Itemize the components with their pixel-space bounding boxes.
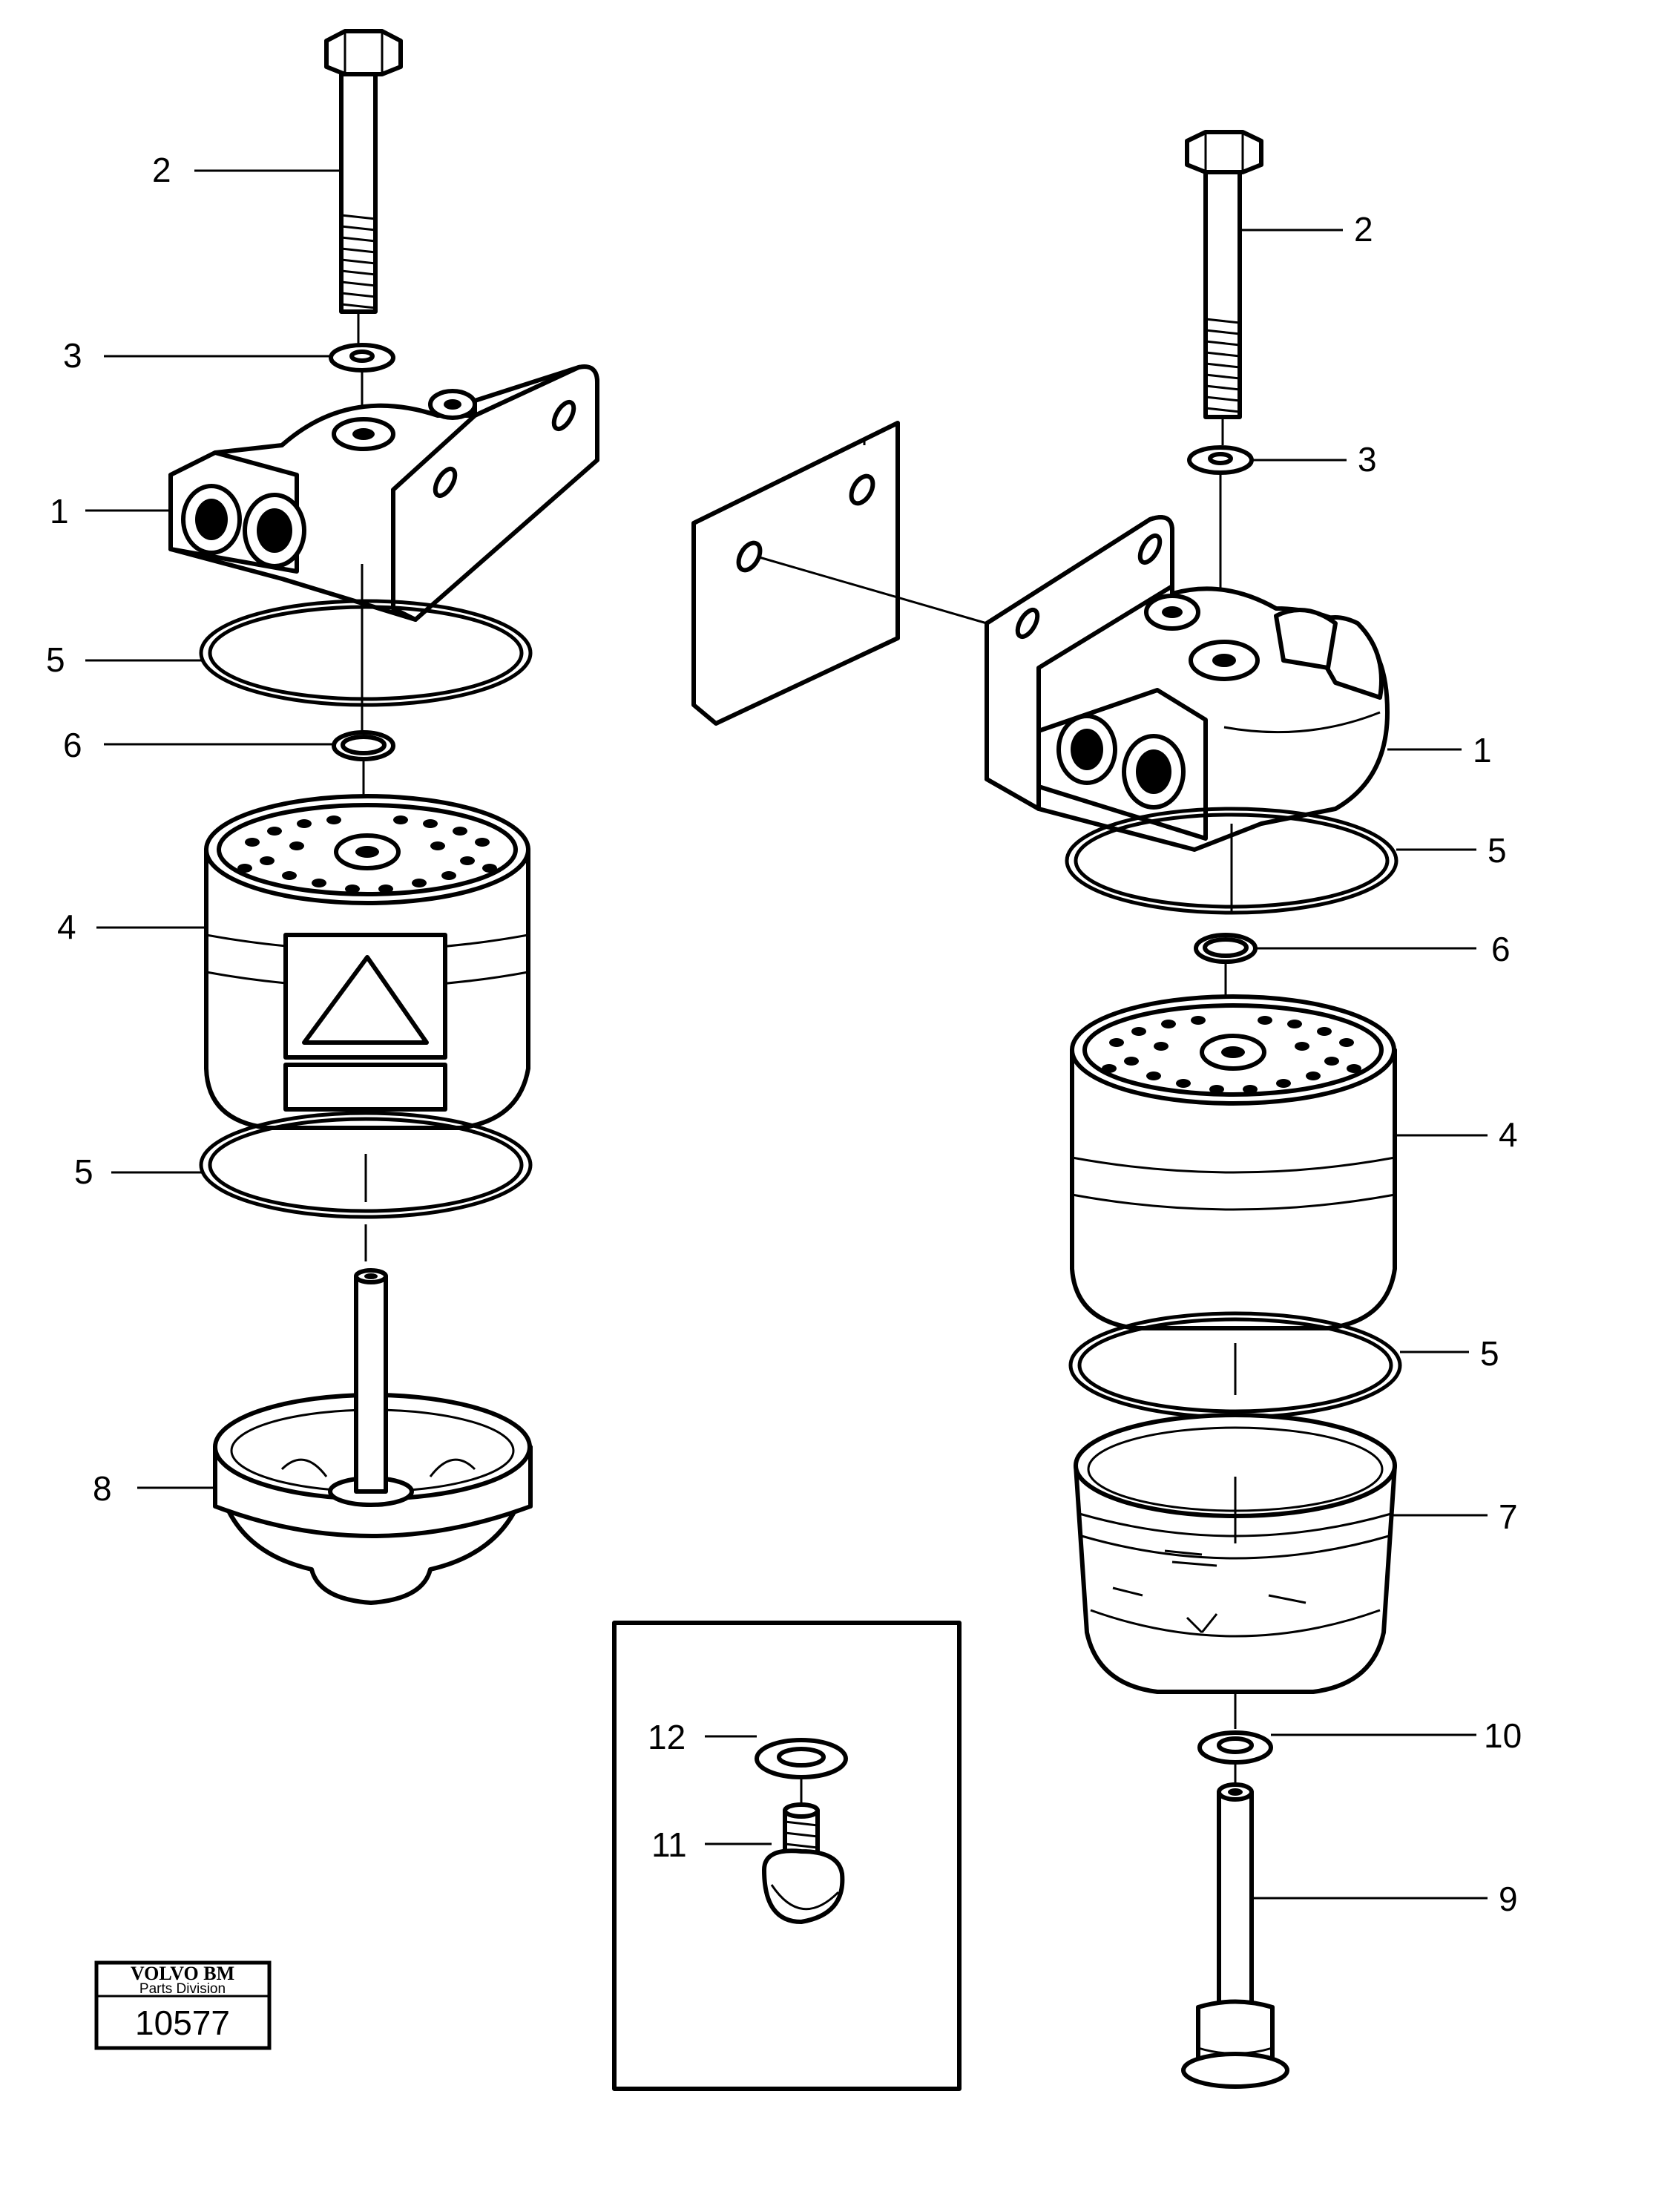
right-glass-bowl [1074, 1413, 1397, 1729]
left-washer [329, 343, 395, 423]
callout-right-washer: 3 [1358, 440, 1377, 479]
left-small-washer [332, 730, 395, 816]
callout-right-filter: 4 [1499, 1115, 1518, 1154]
callout-right-seal-bottom: 5 [1480, 1334, 1499, 1373]
inset-washer [755, 1738, 848, 1803]
callout-left-bolt: 2 [152, 151, 171, 189]
right-callouts: 2 3 1 5 6 4 5 7 10 9 [1240, 210, 1522, 1918]
left-seal-top [199, 599, 533, 707]
inset-drain-plug [762, 1802, 845, 1924]
volvo-bm-stamp: VOLVO BM Parts Division 10577 [94, 1960, 272, 2050]
stamp-number: 10577 [135, 2003, 230, 2042]
left-bowl [213, 1268, 533, 1605]
callout-right-bottom-washer: 10 [1484, 1716, 1522, 1755]
callout-right-glass-bowl: 7 [1499, 1497, 1518, 1536]
left-filter-head [168, 364, 599, 735]
left-filter-element [204, 794, 530, 1130]
mounting-bracket [691, 421, 987, 726]
callout-left-seal-top: 5 [46, 640, 65, 679]
left-seal-bottom [199, 1111, 533, 1261]
stamp-brand: VOLVO BM [131, 1963, 234, 1984]
callout-right-bolt: 2 [1354, 210, 1373, 249]
left-assembly [168, 29, 599, 1605]
callout-left-small-washer: 6 [63, 726, 82, 764]
callout-left-head: 1 [50, 492, 69, 531]
right-filter-head [985, 515, 1390, 913]
callout-right-head: 1 [1473, 731, 1492, 769]
right-bottom-bolt [1181, 1782, 1289, 2089]
drain-plug-inset [612, 1621, 962, 2091]
callout-left-filter: 4 [57, 908, 76, 946]
right-bolt [1185, 130, 1263, 445]
callout-left-bowl: 8 [93, 1469, 112, 1508]
right-assembly [985, 130, 1402, 2089]
callout-left-washer: 3 [63, 336, 82, 375]
callout-right-bottom-bolt: 9 [1499, 1880, 1518, 1918]
callout-inset-drain-plug: 11 [651, 1825, 687, 1864]
right-filter-element [1070, 994, 1397, 1330]
left-callouts: 2 3 1 5 6 4 5 8 [46, 151, 341, 1508]
callout-right-small-washer: 6 [1491, 930, 1511, 968]
right-bottom-washer [1197, 1730, 1273, 1785]
callout-right-seal-top: 5 [1488, 831, 1507, 870]
stamp-division: Parts Division [139, 1981, 226, 1997]
callout-inset-washer: 12 [648, 1718, 686, 1756]
inset-callouts: 12 11 [648, 1718, 772, 1864]
left-bolt [324, 29, 403, 349]
right-seal-top [1065, 807, 1398, 915]
callout-left-seal-bottom: 5 [74, 1152, 93, 1191]
